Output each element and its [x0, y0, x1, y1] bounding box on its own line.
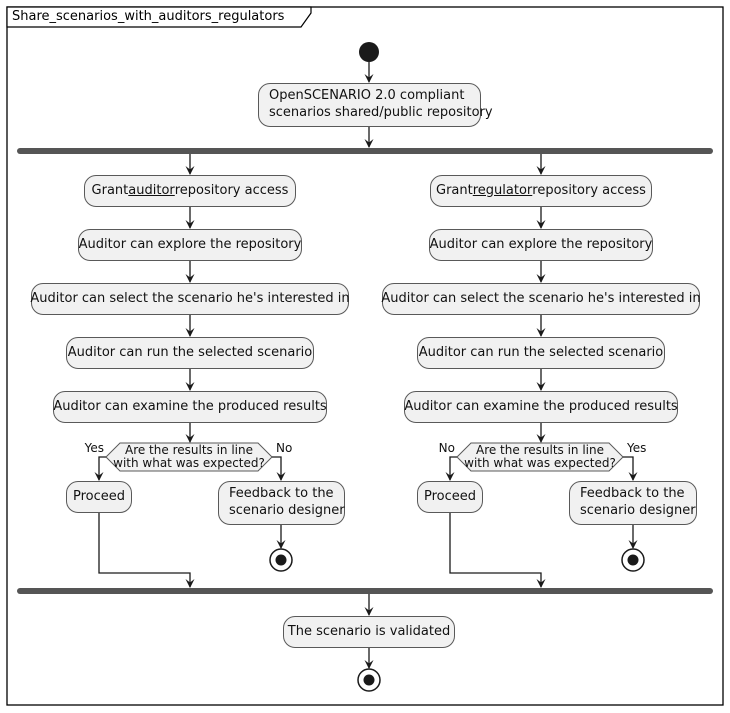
activity-scenario-validated: The scenario is validated [283, 616, 455, 648]
activity-regulator-examine: Auditor can examine the produced results [404, 391, 678, 423]
activity-auditor-select: Auditor can select the scenario he's int… [30, 283, 350, 315]
end-nodes [269, 548, 645, 692]
frame-title-tab [6, 6, 312, 28]
activity-regulator-proceed: Proceed [417, 481, 483, 513]
auditor-feedback-line2: scenario designer [229, 503, 345, 518]
activity-grant-regulator-access: Grant regulator repository access [430, 175, 652, 207]
regulator-feedback-line1: Feedback to the [580, 486, 685, 502]
edges [98, 62, 634, 668]
activity-initial-line2: scenarios shared/public repository [269, 105, 493, 120]
decision-auditor-no-label: No [276, 441, 293, 455]
start-node [359, 42, 379, 62]
decision-auditor-yes-label: Yes [84, 441, 104, 455]
end-node-regulator-dot [627, 554, 639, 566]
activity-regulator-run: Auditor can run the selected scenario [417, 337, 665, 369]
decision-regulator-no-label: No [438, 441, 455, 455]
fork-bar [17, 148, 713, 154]
decision-auditor-line2: with what was expected? [113, 456, 265, 470]
end-node-auditor-dot [275, 554, 287, 566]
regulator-feedback-line2: scenario designer [580, 503, 696, 518]
activity-auditor-feedback: Feedback to the scenario designer [218, 481, 345, 525]
decision-regulator-line1: Are the results in line [475, 442, 604, 457]
decision-regulator-yes-label: Yes [627, 441, 647, 455]
arrowheads [94, 74, 638, 669]
decision-text-regulator: Are the results in line with what was ex… [457, 443, 623, 471]
frame-border [6, 6, 724, 706]
grant-regulator-word: regulator [472, 182, 533, 198]
grant-regulator-suffix: repository access [532, 182, 646, 198]
activity-regulator-select: Auditor can select the scenario he's int… [381, 283, 701, 315]
activity-auditor-explore: Auditor can explore the repository [78, 229, 302, 261]
activity-initial-line1: OpenSCENARIO 2.0 compliant [269, 88, 465, 104]
frame-title: Share_scenarios_with_auditors_regulators [12, 9, 285, 24]
activity-initial-repository: OpenSCENARIO 2.0 compliant scenarios sha… [258, 83, 493, 127]
activity-auditor-examine: Auditor can examine the produced results [53, 391, 327, 423]
activity-regulator-feedback: Feedback to the scenario designer [569, 481, 697, 525]
join-bar [17, 588, 713, 594]
final-node-dot [363, 674, 375, 686]
decision-text-auditor: Are the results in line with what was ex… [106, 443, 272, 471]
decision-regulator-line2: with what was expected? [464, 456, 616, 470]
grant-auditor-prefix: Grant [91, 182, 129, 198]
activity-auditor-run: Auditor can run the selected scenario [66, 337, 314, 369]
activity-grant-auditor-access: Grant auditor repository access [84, 175, 296, 207]
grant-auditor-suffix: repository access [174, 182, 289, 198]
grant-auditor-word: auditor [128, 182, 175, 198]
activity-regulator-explore: Auditor can explore the repository [429, 229, 653, 261]
auditor-feedback-line1: Feedback to the [229, 486, 334, 502]
activity-auditor-proceed: Proceed [66, 481, 132, 513]
decision-auditor-line1: Are the results in line [124, 442, 253, 457]
grant-regulator-prefix: Grant [436, 182, 473, 198]
